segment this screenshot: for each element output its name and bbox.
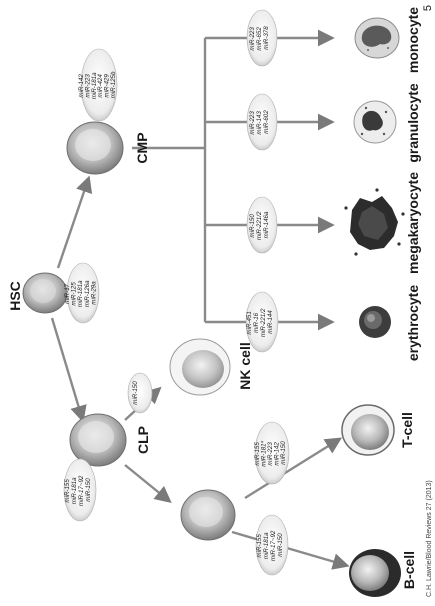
mirna-text: miR-142: [78, 74, 85, 98]
label-monocyte: monocyte: [405, 7, 421, 73]
t-cell: [341, 404, 395, 456]
arrow-hsc-cmp: [56, 175, 93, 269]
citation: C.H. Lawrie/Blood Reviews 27 (2013): [426, 480, 433, 597]
mirna-text: miR-181a: [71, 477, 78, 504]
mirna-text: miR-17~92: [78, 475, 85, 506]
mirna-text: miR-223: [249, 111, 256, 135]
mirna-text: miR-143: [256, 111, 263, 135]
mirna-bubble-monocyte: miR-223 miR-652 miR-378: [246, 9, 278, 67]
label-hsc: HSC: [7, 281, 23, 311]
mirna-text: miR-181a: [91, 72, 98, 99]
arrow-lymphoid-tcell: [244, 437, 343, 500]
cmp-cell: [66, 121, 124, 175]
arrow-lymphoid-bcell: [231, 530, 350, 570]
lymphoid-precursor-cell: [180, 489, 236, 541]
mirna-text: miR-181a: [263, 532, 270, 559]
mirna-text: miR-602: [263, 110, 270, 134]
mirna-bubble-bcell: miR-155 miR-181a miR-17~92 miR-150: [255, 514, 289, 576]
clp-cell: [69, 413, 127, 467]
mirna-text: miR-378: [263, 26, 270, 50]
svg-text:miR-451 miR-16 miR: miR-451 miR-16 miR-221/2 miR-144: [246, 307, 274, 337]
hsc-cell: [22, 272, 68, 314]
mirna-text: miR-150: [249, 214, 256, 238]
label-granulocyte: granulocyte: [405, 83, 421, 163]
svg-text:miR-155 miR-181a m: miR-155 miR-181a miR-17~92 miR-150: [64, 474, 92, 506]
mirna-text: miR-155: [256, 534, 263, 558]
svg-text:miR-17 miR-125 miR: miR-17 miR-125 miR-181a miR-126a miR-29a: [64, 279, 97, 308]
mirna-text: miR-221/2: [260, 308, 267, 337]
mirna-text: miR-150: [277, 533, 284, 557]
mirna-bubble-tcell: miR-155 miR-181* miR-223 miR-142 miR-150: [254, 421, 290, 485]
mirna-text: miR-126a: [84, 280, 91, 307]
mirna-text: miR-155: [64, 479, 71, 503]
mirna-bubble-clp-lower: miR-155 miR-181a miR-17~92 miR-150: [63, 458, 97, 522]
mirna-text: miR-146a: [263, 211, 270, 238]
mirna-text: miR-223: [84, 74, 91, 98]
mirna-text: miR-29a: [90, 281, 97, 305]
svg-text:miR-223 miR-143 mi: miR-223 miR-143 miR-602: [249, 109, 270, 134]
mirna-bubble-granulocyte: miR-223 miR-143 miR-602: [246, 93, 278, 151]
svg-text:miR-155 miR-181a m: miR-155 miR-181a miR-17~92 miR-150: [256, 529, 284, 561]
mirna-text: miR-17~92: [270, 530, 277, 561]
label-erythrocyte: erythrocyte: [405, 285, 421, 361]
mirna-text: miR-181*: [261, 440, 268, 466]
mirna-bubble-megakaryocyte: miR-150 miR-221/2 miR-146a: [246, 196, 278, 254]
mirna-text: miR-424: [97, 74, 104, 98]
mirna-text: miR-223: [249, 27, 256, 51]
mirna-text: miR-223: [267, 442, 274, 466]
mirna-text: miR-150: [280, 441, 287, 465]
mirna-text: miR-125: [71, 282, 78, 306]
erythrocyte-cell: [359, 306, 391, 338]
b-cell: [349, 549, 401, 597]
mirna-text: miR-150: [85, 478, 92, 502]
arrow-hsc-clp: [50, 317, 87, 423]
mirna-bubble-clp-upper: miR-150: [127, 372, 153, 414]
label-b-cell: B-cell: [401, 551, 417, 589]
label-cmp: CMP: [134, 132, 150, 163]
label-clp: CLP: [135, 426, 151, 454]
svg-text:miR-150: miR-150: [132, 381, 139, 405]
svg-text:miR-150 miR-221/2: miR-150 miR-221/2 miR-146a: [249, 210, 270, 240]
mirna-text: miR-429: [104, 74, 111, 98]
mirna-text: miR-652: [256, 27, 263, 51]
label-t-cell: T-cell: [399, 412, 415, 448]
megakaryocyte-cell: [344, 188, 405, 256]
label-nk-cell: NK cell: [237, 342, 253, 389]
svg-text:miR-223 miR-652 mi: miR-223 miR-652 miR-378: [249, 25, 270, 50]
mirna-text: miR-221/2: [256, 211, 263, 240]
mirna-text: miR-451: [246, 311, 253, 334]
mirna-text: miR-125b: [110, 71, 117, 98]
monocyte-cell: [354, 17, 400, 59]
mirna-text: miR-144: [267, 310, 274, 334]
mirna-text: miR-150: [132, 381, 139, 405]
mirna-text: miR-142: [274, 442, 281, 466]
mirna-bubble-hsc: miR-17 miR-125 miR-181a miR-126a miR-29a: [64, 262, 100, 324]
mirna-text: miR-155: [254, 442, 261, 466]
granulocyte-cell: [353, 100, 397, 144]
svg-text:miR-155 miR-181* m: miR-155 miR-181* miR-223 miR-142 miR-150: [254, 439, 287, 467]
svg-text:miR-142 miR-223 mi: miR-142 miR-223 miR-181a miR-424 miR-429…: [78, 71, 117, 100]
nk-cell: [169, 338, 231, 396]
mirna-text: miR-17: [64, 283, 71, 303]
mirna-text: miR-181a: [77, 280, 84, 307]
label-megakaryocyte: megakaryocyte: [405, 172, 421, 274]
mirna-text: miR-16: [253, 312, 260, 332]
arrow-clp-lymphoid: [124, 464, 172, 504]
mirna-bubble-erythrocyte: miR-451 miR-16 miR-221/2 miR-144: [245, 291, 279, 353]
page-number: 5: [422, 5, 434, 11]
mirna-bubble-cmp: miR-142 miR-223 miR-181a miR-424 miR-429…: [78, 48, 118, 122]
